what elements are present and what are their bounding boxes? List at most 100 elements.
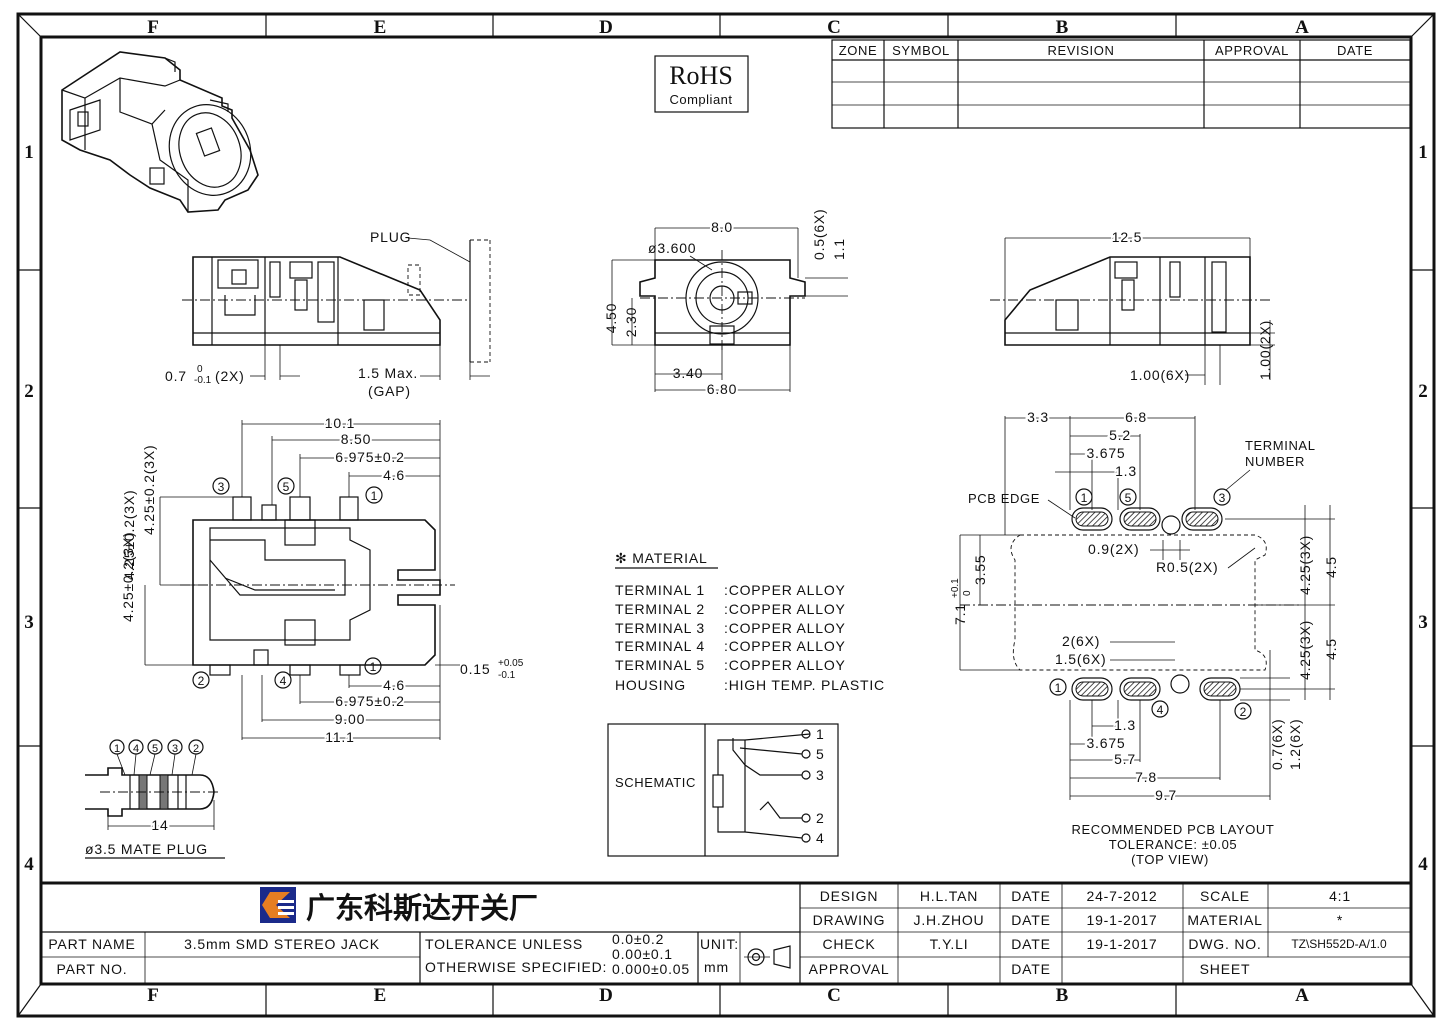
tolerance-line-2: OTHERWISE SPECIFIED: xyxy=(425,959,607,975)
design-label: DESIGN xyxy=(820,888,878,904)
inner-frame xyxy=(39,35,1413,986)
material-label: MATERIAL xyxy=(1187,912,1262,928)
zone-ticks xyxy=(18,14,1434,1016)
front-width-top: 8.0 xyxy=(711,219,733,235)
zone-row-3: 3 xyxy=(24,612,34,633)
pcb-dim-68: 6.8 xyxy=(1125,409,1147,425)
top-terminal-2: 2 xyxy=(198,674,205,688)
drawing-label: DRAWING xyxy=(813,912,886,928)
schematic-pin-3: 3 xyxy=(816,767,825,783)
pcb-dim-07-6x: 0.7(6X) xyxy=(1269,718,1285,770)
plug-label: PLUG xyxy=(370,229,411,245)
title-block: 广东科斯达开关厂 PART NAME 3.5mm SMD STEREO JACK… xyxy=(41,881,1411,984)
front-height-230: 2.30 xyxy=(623,307,639,337)
dim-lead: 0.7 xyxy=(165,368,187,384)
mate-plug: 1 4 5 3 2 14 ø3.5 MATE PLUG xyxy=(85,739,225,859)
tol-a: 0.0±0.2 xyxy=(612,931,664,947)
pcb-caption-2: TOLERANCE: ±0.05 xyxy=(1109,837,1238,852)
top-dim-46: 4.6 xyxy=(383,467,405,483)
schematic-pin-5: 5 xyxy=(816,746,825,762)
zone-row-2-right: 2 xyxy=(1418,381,1428,402)
pcb-terminal-1-bottom: 1 xyxy=(1055,681,1062,695)
pcb-terminal-markers: 1 5 3 1 4 2 xyxy=(1049,488,1252,720)
schematic-pin-1: 1 xyxy=(816,726,825,742)
top-dim-425-b: 4.25±0.2(3X) xyxy=(141,445,157,535)
pcb-terminal-4: 4 xyxy=(1157,703,1164,717)
scale-label: SCALE xyxy=(1200,888,1250,904)
zone-col-E-bottom: E xyxy=(374,985,387,1006)
dwg-no-value: TZ\SH552D-A/1.0 xyxy=(1291,937,1387,951)
rev-header-date: DATE xyxy=(1337,43,1373,58)
part-no-label: PART NO. xyxy=(57,961,128,977)
company-name: 广东科斯达开关厂 xyxy=(306,891,538,925)
top-dim-6975: 6.975±0.2 xyxy=(335,449,404,465)
zone-col-D-bottom: D xyxy=(599,985,613,1006)
mate-plug-numbers: 1 4 5 3 2 xyxy=(109,739,204,776)
terminal-number-2: NUMBER xyxy=(1245,454,1305,469)
pcb-terminal-2: 2 xyxy=(1240,705,1247,719)
pcb-edge-label: PCB EDGE xyxy=(968,491,1040,506)
zone-col-E: E xyxy=(374,17,387,38)
unit-value: mm xyxy=(704,959,729,975)
pcb-terminal-5: 5 xyxy=(1125,491,1132,505)
material-item-3: TERMINAL 3 xyxy=(615,620,705,636)
material-item-2: TERMINAL 2 xyxy=(615,601,705,617)
zone-col-F: F xyxy=(147,17,159,38)
material-spec-4: :COPPER ALLOY xyxy=(724,638,846,654)
schematic-pin-2: 2 xyxy=(816,810,825,826)
pcb-r05: R0.5(2X) xyxy=(1156,559,1218,575)
zone-col-C: C xyxy=(827,17,841,38)
zone-row-4-right: 4 xyxy=(1418,854,1428,875)
drawing-by: J.H.ZHOU xyxy=(914,912,985,928)
gap-label: (GAP) xyxy=(368,383,411,399)
zone-col-A: A xyxy=(1295,17,1309,38)
top-dim-101: 10.1 xyxy=(325,415,355,431)
zone-row-1: 1 xyxy=(24,142,34,163)
company-logo-icon xyxy=(260,887,296,923)
dim-lead-count: (2X) xyxy=(215,368,245,384)
rohs-subtitle: Compliant xyxy=(669,92,732,107)
plug-num-3: 3 xyxy=(172,743,178,755)
pcb-dim-2-6x: 2(6X) xyxy=(1062,633,1100,649)
rohs-title: RoHS xyxy=(669,61,733,90)
design-date-label: DATE xyxy=(1011,888,1051,904)
pcb-dim-78: 7.8 xyxy=(1135,769,1157,785)
plug-length: 14 xyxy=(151,817,168,833)
zone-col-F-bottom: F xyxy=(147,985,159,1006)
material-item-4: TERMINAL 4 xyxy=(615,638,705,654)
zone-col-C-bottom: C xyxy=(827,985,841,1006)
unit-label: UNIT: xyxy=(700,936,739,952)
material-value: * xyxy=(1337,912,1343,928)
pcb-dim-13-top: 1.3 xyxy=(1115,463,1137,479)
pcb-dim-13-bot: 1.3 xyxy=(1114,717,1136,733)
bot-dim-900: 9.00 xyxy=(335,711,365,727)
dwg-no-label: DWG. NO. xyxy=(1188,936,1261,952)
pcb-dim-52: 5.2 xyxy=(1109,427,1131,443)
gap-value: 1.5 Max. xyxy=(358,365,418,381)
part-name-label: PART NAME xyxy=(48,936,135,952)
zone-labels: F E D C B A F E D C B A 1 2 3 4 1 2 3 4 xyxy=(24,17,1428,1006)
top-dim-425-a: 4.25±0.2(3X) xyxy=(121,490,137,580)
pcb-dim-97: 9.7 xyxy=(1155,787,1177,803)
tol-c: 0.000±0.05 xyxy=(612,961,690,977)
pcb-dim-3675-bot: 3.675 xyxy=(1086,735,1125,751)
pcb-pads-bottom xyxy=(1071,674,1241,701)
rohs-mark: RoHS Compliant xyxy=(654,55,749,113)
projection-symbol-icon xyxy=(744,945,791,969)
top-dim-425-c: 4.25±0.2(3X) xyxy=(120,532,136,622)
material-item-housing: HOUSING xyxy=(615,677,686,693)
dim-lead-tol-hi: 0 xyxy=(197,364,203,375)
mate-plug-caption: ø3.5 MATE PLUG xyxy=(85,841,208,857)
front-dim-340: 3.40 xyxy=(673,365,703,381)
check-date: 19-1-2017 xyxy=(1086,936,1157,952)
dim-lead-tol-lo: -0.1 xyxy=(194,375,212,386)
bot-dim-46: 4.6 xyxy=(383,677,405,693)
rev-header-symbol: SYMBOL xyxy=(892,43,950,58)
pcb-dim-425-bot: 4.25(3X) xyxy=(1297,620,1313,680)
pcb-dim-71: 7.1 xyxy=(952,603,968,625)
outer-frame xyxy=(16,12,1436,1018)
frame-corners xyxy=(17,13,1435,1017)
right-dim-100-2x: 1.00(2X) xyxy=(1257,320,1273,380)
front-dim-05: 0.5(6X) xyxy=(811,208,827,260)
